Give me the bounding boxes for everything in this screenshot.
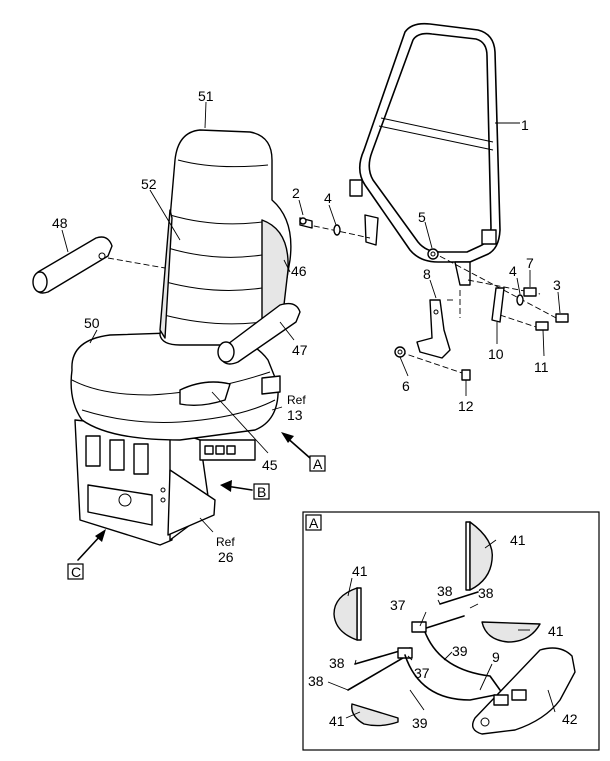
bolt-3 xyxy=(555,313,569,323)
callout-41a: 41 xyxy=(510,532,526,548)
dash-line xyxy=(431,251,561,321)
seat-backrest xyxy=(159,129,292,346)
detail-a-assembly xyxy=(333,521,576,735)
dash-line xyxy=(399,351,466,375)
callout-39a: 39 xyxy=(452,643,468,659)
callout-38b: 38 xyxy=(478,585,494,601)
armrest-left xyxy=(32,236,113,294)
seat-pedestal xyxy=(74,419,216,546)
view-c-label: C xyxy=(71,564,81,580)
detail-a-leaders xyxy=(327,539,556,719)
detail-a-label: A xyxy=(309,515,319,531)
nut-5 xyxy=(427,248,439,260)
view-b-label: B xyxy=(257,484,266,500)
callout-41d: 41 xyxy=(329,713,345,729)
callout-46: 46 xyxy=(291,263,307,279)
callout-4: 4 xyxy=(324,190,332,206)
view-a-label: A xyxy=(313,456,323,472)
dash-line xyxy=(467,279,541,295)
backrest-frame xyxy=(349,22,501,286)
callout-48: 48 xyxy=(52,215,68,231)
callout-39b: 39 xyxy=(412,715,428,731)
ref-26-label: Ref xyxy=(216,535,235,549)
callout-3: 3 xyxy=(553,277,561,293)
washer-4b xyxy=(516,294,524,306)
nut-6 xyxy=(394,346,406,358)
callout-8: 8 xyxy=(423,266,431,282)
leader-lines xyxy=(61,101,561,533)
callout-50: 50 xyxy=(84,315,100,331)
view-arrow-b xyxy=(220,480,253,492)
callout-51: 51 xyxy=(198,88,214,104)
ref-13-label: Ref xyxy=(287,393,306,407)
dash-line xyxy=(107,257,166,269)
callout-12: 12 xyxy=(458,398,474,414)
view-arrow-c xyxy=(77,529,106,561)
callout-38c: 38 xyxy=(329,655,345,671)
bolt-11 xyxy=(535,321,549,331)
callout-42: 42 xyxy=(562,711,578,727)
callout-13: 13 xyxy=(287,407,303,423)
callout-41c: 41 xyxy=(548,623,564,639)
callout-4b: 4 xyxy=(509,263,517,279)
callout-37b: 37 xyxy=(414,665,430,681)
callout-41b: 41 xyxy=(352,563,368,579)
view-arrow-a xyxy=(281,432,311,459)
plate-10 xyxy=(491,287,505,323)
callout-7: 7 xyxy=(526,255,534,271)
dash-line xyxy=(304,223,371,239)
callout-38d: 38 xyxy=(308,673,324,689)
callout-47: 47 xyxy=(292,342,308,358)
view-b-tag xyxy=(253,483,270,500)
callout-52: 52 xyxy=(141,176,157,192)
callout-38a: 38 xyxy=(437,583,453,599)
armrest-right xyxy=(217,302,301,365)
bracket-8 xyxy=(416,299,451,359)
view-a-tag xyxy=(309,455,326,472)
bolt-7 xyxy=(523,287,537,297)
callout-6: 6 xyxy=(402,378,410,394)
washer-4 xyxy=(333,224,341,236)
callout-11: 11 xyxy=(534,359,549,375)
callout-2: 2 xyxy=(292,185,300,201)
callout-37a: 37 xyxy=(390,597,406,613)
callout-45: 45 xyxy=(262,457,278,473)
callout-26: 26 xyxy=(218,549,234,565)
detail-a-tag xyxy=(305,514,322,531)
bolt-12 xyxy=(461,369,471,381)
callout-1: 1 xyxy=(521,117,529,133)
callout-9: 9 xyxy=(492,649,500,665)
view-c-tag xyxy=(67,563,84,580)
callout-5: 5 xyxy=(418,209,426,225)
bolt-2 xyxy=(299,217,313,229)
callout-10: 10 xyxy=(488,346,504,362)
